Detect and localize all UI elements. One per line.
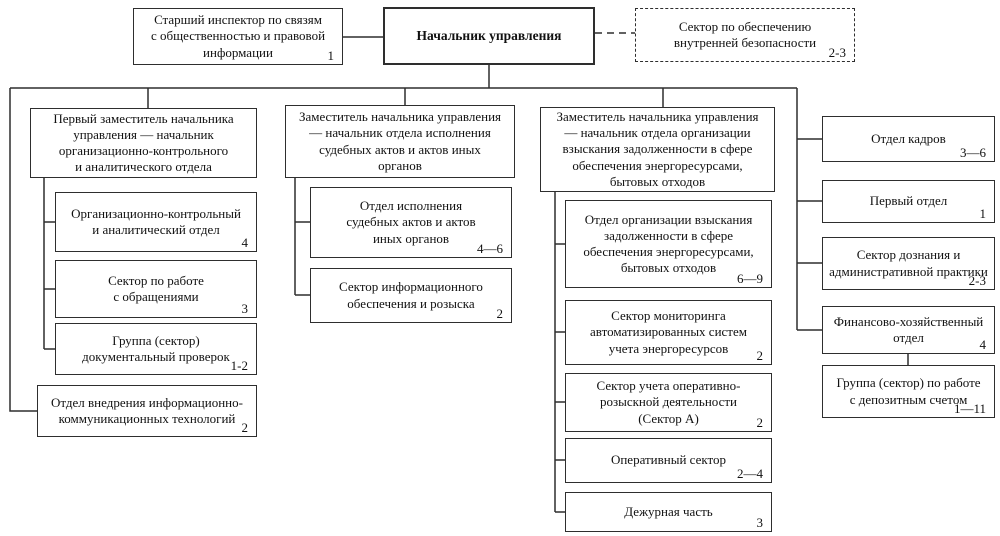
node-count: 4 <box>979 337 987 353</box>
node-label: Организационно-контрольный и аналитическ… <box>71 205 241 237</box>
node-count: 1—11 <box>953 401 986 417</box>
node-label: Отдел кадров <box>871 130 946 146</box>
node-appeals-sector: Сектор по работе с обращениями 3 <box>55 260 257 318</box>
node-duty-unit: Дежурная часть 3 <box>565 492 772 532</box>
node-label: Отдел исполнения судебных актов и актов … <box>346 198 476 246</box>
node-debt-collection-dept: Отдел организации взыскания задолженност… <box>565 200 772 288</box>
node-org-control-dept: Организационно-контрольный и аналитическ… <box>55 192 257 252</box>
node-label: Сектор по работе с обращениями <box>108 272 204 304</box>
node-deputy-debt-collection: Заместитель начальника управления — нача… <box>540 107 775 192</box>
node-label: Дежурная часть <box>624 503 713 519</box>
node-count: 6—9 <box>737 271 763 287</box>
node-count: 3 <box>756 515 764 531</box>
node-internal-security-sector: Сектор по обеспечению внутренней безопас… <box>635 8 855 62</box>
node-count: 4 <box>241 235 249 251</box>
node-count: 2-3 <box>968 273 986 289</box>
node-first-deputy: Первый заместитель начальника управления… <box>30 108 257 178</box>
node-count: 1 <box>327 48 335 64</box>
node-label: Оперативный сектор <box>610 452 727 468</box>
node-label: Заместитель начальника управления — нача… <box>556 109 759 189</box>
node-enforcement-dept: Отдел исполнения судебных актов и актов … <box>310 187 512 258</box>
node-hr-dept: Отдел кадров 3—6 <box>822 116 995 162</box>
node-label: Сектор мониторинга автоматизированных си… <box>590 308 747 356</box>
node-label: Сектор по обеспечению внутренней безопас… <box>673 18 817 50</box>
node-operational-accounting-sector: Сектор учета оперативно- розыскной деяте… <box>565 373 772 432</box>
node-label: Начальник управления <box>416 27 562 43</box>
node-chief-of-directorate: Начальник управления <box>383 7 595 65</box>
node-senior-inspector: Старший инспектор по связям с общественн… <box>133 8 343 65</box>
node-label: Отдел внедрения информационно- коммуника… <box>51 394 243 426</box>
node-label: Отдел организации взыскания задолженност… <box>583 211 754 276</box>
solid-connectors <box>9 36 909 513</box>
node-count: 2 <box>756 348 764 364</box>
node-inquiry-sector: Сектор дознания и административной практ… <box>822 237 995 290</box>
node-label: Группа (сектор) документальный проверок <box>82 332 230 364</box>
node-label: Группа (сектор) по работе с депозитным с… <box>836 375 981 407</box>
node-deputy-enforcement: Заместитель начальника управления — нача… <box>285 105 515 178</box>
node-count: 2-3 <box>828 45 846 61</box>
node-info-search-sector: Сектор информационного обеспечения и роз… <box>310 268 512 323</box>
node-count: 2—4 <box>737 466 763 482</box>
node-label: Сектор информационного обеспечения и роз… <box>339 279 483 311</box>
node-it-dept: Отдел внедрения информационно- коммуника… <box>37 385 257 437</box>
node-count: 1-2 <box>230 358 248 374</box>
node-label: Финансово-хозяйственный отдел <box>833 313 984 345</box>
node-count: 4—6 <box>477 241 503 257</box>
node-operational-sector: Оперативный сектор 2—4 <box>565 438 772 483</box>
node-label: Заместитель начальника управления — нача… <box>298 109 502 173</box>
node-finance-dept: Финансово-хозяйственный отдел 4 <box>822 306 995 354</box>
node-label: Сектор дознания и административной практ… <box>829 247 988 279</box>
node-count: 2 <box>496 306 504 322</box>
node-count: 2 <box>241 420 249 436</box>
node-label: Старший инспектор по связям с общественн… <box>150 12 326 60</box>
node-count: 1 <box>979 206 987 222</box>
node-label: Первый отдел <box>869 193 948 209</box>
node-monitoring-sector: Сектор мониторинга автоматизированных си… <box>565 300 772 365</box>
node-count: 2 <box>756 415 764 431</box>
node-doc-checks-group: Группа (сектор) документальный проверок … <box>55 323 257 375</box>
node-deposit-account-group: Группа (сектор) по работе с депозитным с… <box>822 365 995 418</box>
node-label: Сектор учета оперативно- розыскной деяте… <box>596 378 741 426</box>
node-count: 3 <box>241 301 249 317</box>
node-count: 3—6 <box>960 145 986 161</box>
node-first-dept: Первый отдел 1 <box>822 180 995 223</box>
node-label: Первый заместитель начальника управления… <box>53 110 234 175</box>
